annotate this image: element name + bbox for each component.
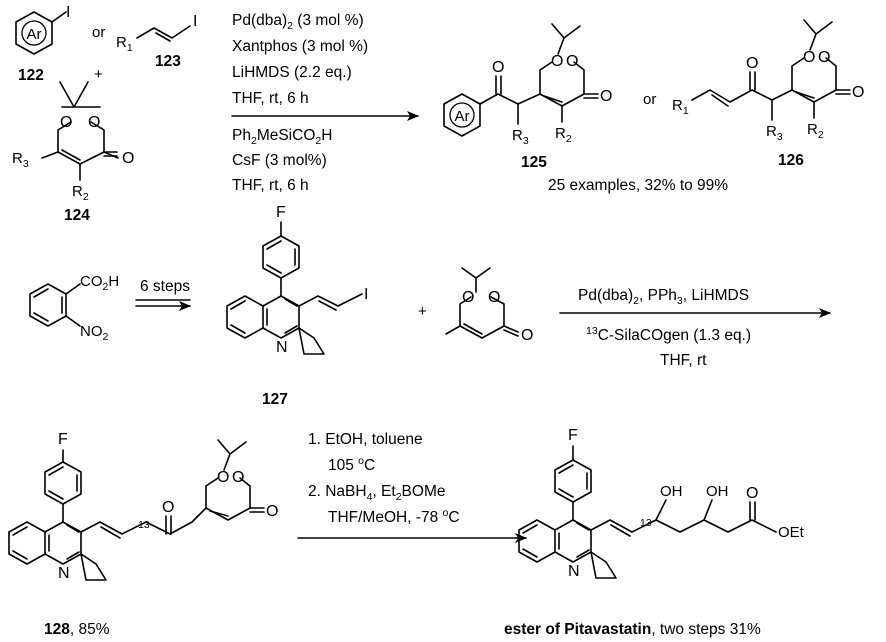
compound-number-128: 128, 85% bbox=[44, 621, 110, 638]
aryl-label: Ar bbox=[27, 26, 42, 43]
fluorine-atom: F bbox=[276, 204, 286, 221]
oxygen-atom: O bbox=[60, 114, 72, 131]
compound-123: R1 I 123 bbox=[116, 13, 197, 70]
condition-catalyst: Pd(dba)2, PPh3, LiHMDS bbox=[578, 287, 749, 307]
compound-number-123: 123 bbox=[155, 53, 181, 70]
fluorine-atom: F bbox=[58, 431, 68, 448]
oxygen-atom: O bbox=[232, 469, 244, 486]
compound-125: Ar O R3 O O O R2 125 bbox=[443, 23, 612, 171]
r2-label: R2 bbox=[555, 125, 572, 145]
r3-label: R3 bbox=[12, 150, 29, 170]
condition-ligand: Xantphos (3 mol %) bbox=[232, 38, 368, 55]
ketone-oxygen: O bbox=[162, 499, 174, 516]
compound-122: I Ar 122 bbox=[15, 4, 70, 84]
carboxylic-acid-group: CO2H bbox=[80, 273, 119, 293]
or-text: or bbox=[92, 24, 105, 41]
ethoxy-group: OEt bbox=[778, 524, 805, 541]
carbonyl-oxygen: O bbox=[266, 503, 278, 520]
compound-126: R1 O R3 O O O R2 126 bbox=[672, 19, 864, 169]
compound-number-125: 125 bbox=[521, 154, 547, 171]
oxygen-atom: O bbox=[818, 49, 830, 66]
r3-label: R3 bbox=[512, 127, 529, 147]
step-1-temperature: 105 oC bbox=[328, 455, 375, 474]
reaction-1-summary: 25 examples, 32% to 99% bbox=[548, 177, 728, 194]
condition-solvent: THF, rt, 6 h bbox=[232, 90, 309, 107]
ketone-oxygen: O bbox=[746, 55, 758, 72]
ester-carbonyl-oxygen: O bbox=[746, 485, 758, 502]
nitro-group: NO2 bbox=[80, 323, 109, 343]
compound-127: F N I 127 bbox=[226, 204, 368, 408]
oxygen-atom: O bbox=[217, 469, 229, 486]
condition-co-source: 13C-SilaCOgen (1.3 eq.) bbox=[586, 325, 751, 344]
carbonyl-oxygen: O bbox=[122, 150, 134, 167]
condition-catalyst: Pd(dba)2 (3 mol %) bbox=[232, 12, 364, 32]
nitrogen-atom: N bbox=[276, 339, 288, 356]
r3-label: R3 bbox=[766, 123, 783, 143]
compound-number-127: 127 bbox=[262, 391, 288, 408]
nitrogen-atom: N bbox=[58, 565, 70, 582]
oxygen-atom: O bbox=[566, 53, 578, 70]
pitavastatin-ester: F N 13 OH OH O OEt ester of Pitavastatin… bbox=[504, 427, 805, 638]
iodine-atom: I bbox=[364, 286, 368, 303]
condition-fluoride: CsF (3 mol%) bbox=[232, 152, 327, 169]
condition-co-source: Ph2MeSiCO2H bbox=[232, 127, 332, 147]
reaction-1-conditions: Pd(dba)2 (3 mol %) Xantphos (3 mol %) Li… bbox=[231, 12, 419, 194]
compound-number-126: 126 bbox=[778, 152, 804, 169]
plus-sign: + bbox=[94, 66, 103, 83]
or-text: or bbox=[643, 91, 656, 108]
r1-label: R1 bbox=[672, 97, 689, 117]
r2-label: R2 bbox=[72, 183, 89, 203]
iodine-atom: I bbox=[66, 4, 70, 21]
carbonyl-oxygen: O bbox=[852, 84, 864, 101]
step-2-conditions: THF/MeOH, -78 oC bbox=[328, 507, 460, 526]
methyl-dioxinone: O O O bbox=[445, 267, 533, 344]
six-steps-label: 6 steps bbox=[140, 278, 190, 295]
oxygen-atom: O bbox=[803, 49, 815, 66]
step-2-reagents: 2. NaBH4, Et2BOMe bbox=[308, 483, 445, 503]
carbonyl-oxygen: O bbox=[600, 88, 612, 105]
oxygen-atom: O bbox=[462, 289, 474, 306]
compound-128: F N 13 O O O O 128, 85% bbox=[8, 431, 278, 638]
reaction-3-conditions: 1. EtOH, toluene 105 oC 2. NaBH4, Et2BOM… bbox=[297, 431, 527, 543]
condition-solvent-2: THF, rt, 6 h bbox=[232, 177, 309, 194]
iodine-atom-2: I bbox=[193, 13, 197, 30]
carbon-13-label: 13 bbox=[138, 519, 150, 531]
compound-number-124: 124 bbox=[64, 207, 90, 224]
compound-124: O O O R3 R2 124 bbox=[12, 81, 134, 224]
condition-solvent: THF, rt bbox=[660, 352, 707, 369]
oxygen-atom: O bbox=[551, 53, 563, 70]
carbonyl-oxygen: O bbox=[521, 327, 533, 344]
reaction-2-conditions: Pd(dba)2, PPh3, LiHMDS 13C-SilaCOgen (1.… bbox=[559, 287, 831, 369]
compound-number-122: 122 bbox=[18, 67, 44, 84]
oxygen-atom: O bbox=[488, 289, 500, 306]
plus-sign: + bbox=[418, 303, 427, 320]
aryl-label: Ar bbox=[455, 108, 470, 125]
r2-label: R2 bbox=[807, 121, 824, 141]
step-1-reagents: 1. EtOH, toluene bbox=[308, 431, 423, 448]
product-name: ester of Pitavastatin, two steps 31% bbox=[504, 621, 761, 638]
fluorine-atom: F bbox=[568, 427, 578, 444]
r1-label: R1 bbox=[116, 34, 133, 54]
nitrogen-atom: N bbox=[568, 563, 580, 580]
carbon-13-label: 13 bbox=[640, 517, 652, 529]
hydroxyl-group: OH bbox=[706, 483, 729, 500]
condition-base: LiHMDS (2.2 eq.) bbox=[232, 64, 352, 81]
starting-material-nitrobenzoic-acid: CO2H NO2 bbox=[29, 273, 119, 343]
ketone-oxygen: O bbox=[492, 59, 504, 76]
oxygen-atom: O bbox=[88, 114, 100, 131]
hydroxyl-group: OH bbox=[660, 483, 683, 500]
